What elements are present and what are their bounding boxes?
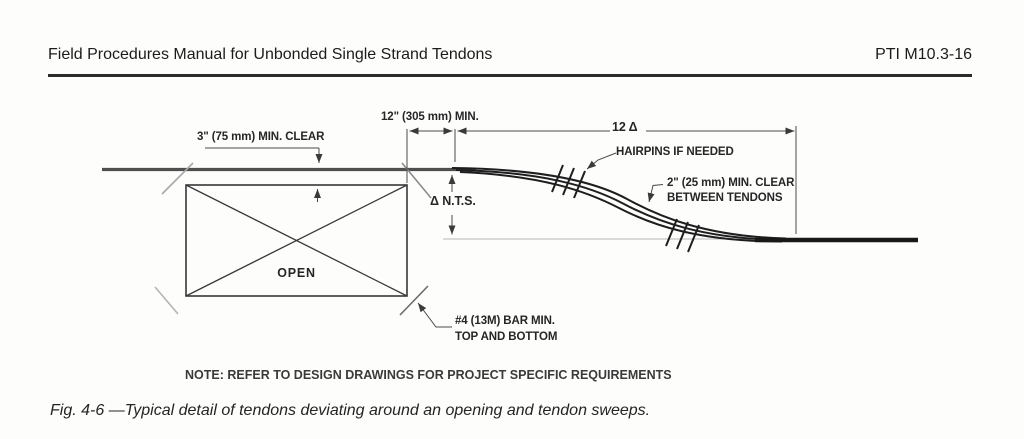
label-bar-min-line2: TOP AND BOTTOM bbox=[455, 331, 558, 343]
label-bar-min: #4 (13M) BAR MIN. TOP AND BOTTOM bbox=[455, 313, 557, 345]
header-rule bbox=[48, 74, 972, 77]
label-bar-min-line1: #4 (13M) BAR MIN. bbox=[455, 315, 555, 327]
tendon-lines bbox=[102, 167, 918, 243]
label-2in-min-clear-line1: 2" (25 mm) MIN. CLEAR bbox=[667, 177, 795, 189]
label-open: OPEN bbox=[277, 266, 316, 280]
label-hairpins-if-needed: HAIRPINS IF NEEDED bbox=[616, 146, 734, 158]
figure-note: NOTE: REFER TO DESIGN DRAWINGS FOR PROJE… bbox=[185, 368, 672, 382]
label-delta-nts: Δ N.T.S. bbox=[430, 194, 476, 208]
figure-caption: Fig. 4-6 —Typical detail of tendons devi… bbox=[50, 402, 651, 419]
bar4-leader bbox=[417, 302, 452, 328]
page-header-title: Field Procedures Manual for Unbonded Sin… bbox=[48, 46, 493, 63]
opening-outline bbox=[185, 184, 408, 297]
clear2-leader bbox=[647, 184, 664, 203]
label-12in-min: 12" (305 mm) MIN. bbox=[381, 111, 479, 123]
label-2in-min-clear: 2" (25 mm) MIN. CLEAR BETWEEN TENDONS bbox=[667, 176, 794, 206]
dimension-lines bbox=[205, 126, 797, 328]
label-2in-min-clear-line2: BETWEEN TENDONS bbox=[667, 192, 783, 204]
label-12-delta: 12 Δ bbox=[612, 120, 638, 134]
label-3in-min-clear: 3" (75 mm) MIN. CLEAR bbox=[197, 131, 325, 143]
hairpins-leader bbox=[586, 152, 617, 170]
page-header-doc-code: PTI M10.3-16 bbox=[875, 46, 972, 63]
hairpin-tick-marks bbox=[551, 164, 700, 253]
